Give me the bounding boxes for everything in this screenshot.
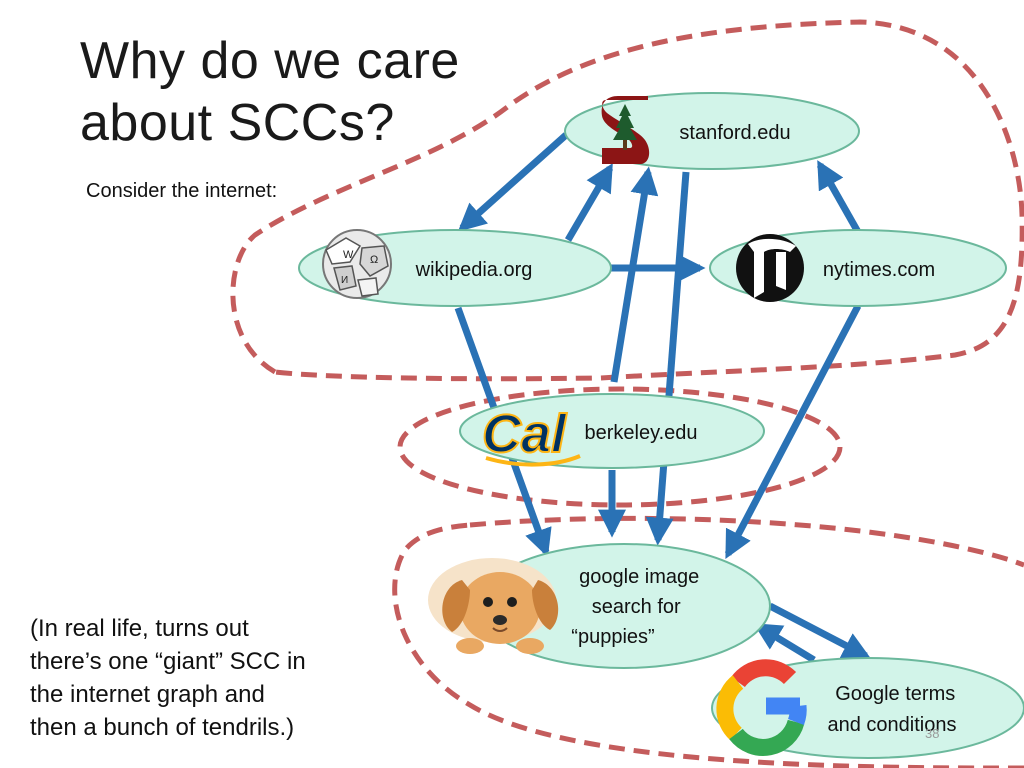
slide-title: Why do we care about SCCs? [80,30,460,154]
google-g-logo-icon [716,659,807,756]
edge-google-image-to-terms [768,602,871,660]
node-label: Google terms and conditions [828,683,961,736]
node-google-terms: Google terms and conditions [711,657,1024,759]
svg-text:И: И [341,275,348,286]
node-stanford: stanford.edu [564,92,860,170]
node-label-line: “puppies” [571,626,654,648]
stanford-s-logo-icon [601,96,650,164]
page-number: 38 [925,726,940,741]
scc-outline-berkeley [397,386,843,508]
slide-subtitle: Consider the internet: [86,180,278,202]
node-label-line: Google terms [835,683,955,705]
node-label: google image search for “puppies” [571,566,705,648]
edges [454,132,871,663]
node-nytimes: nytimes.com [709,229,1007,307]
note-line: there’s one “giant” SCC in [30,648,306,675]
edge-stanford-to-google-image [645,171,690,546]
edge-berkeley-to-stanford [610,166,659,383]
node-ellipse [459,393,765,469]
side-note: (In real life, turns out there’s one “gi… [30,612,350,744]
cal-logo-icon: Cal [481,403,581,467]
node-label: berkeley.edu [584,422,697,444]
node-berkeley: Cal berkeley.edu [459,393,765,469]
svg-text:Ω: Ω [370,254,378,266]
scc-outline-giant [230,19,1024,382]
node-label: wikipedia.org [415,259,533,281]
title-line: Why do we care [80,32,460,90]
nytimes-t-logo-icon [736,234,804,302]
note-line: the internet graph and [30,681,265,708]
note-line: (In real life, turns out [30,615,249,642]
node-label-line: search for [592,596,681,618]
title-line: about SCCs? [80,94,395,152]
node-label-line: and conditions [828,714,957,736]
wikipedia-globe-icon: W Ω И [322,229,392,299]
edge-nytimes-to-stanford [816,160,862,234]
svg-text:W: W [343,249,354,261]
scc-outline-google [392,515,1024,768]
edge-nytimes-to-google-image [724,304,862,559]
node-google-image: google image search for “puppies” [428,543,771,669]
edge-stanford-to-wikipedia [457,132,569,232]
edge-terms-to-google-image [753,623,816,663]
edge-wikipedia-to-stanford [564,163,614,242]
svg-text:Cal: Cal [482,404,567,464]
note-line: then a bunch of tendrils.) [30,714,295,741]
puppy-photo-icon [428,558,559,654]
node-label: stanford.edu [679,122,790,144]
node-label-line: google image [579,566,699,588]
node-label: nytimes.com [823,259,935,281]
node-wikipedia: W Ω И wikipedia.org [298,229,612,307]
